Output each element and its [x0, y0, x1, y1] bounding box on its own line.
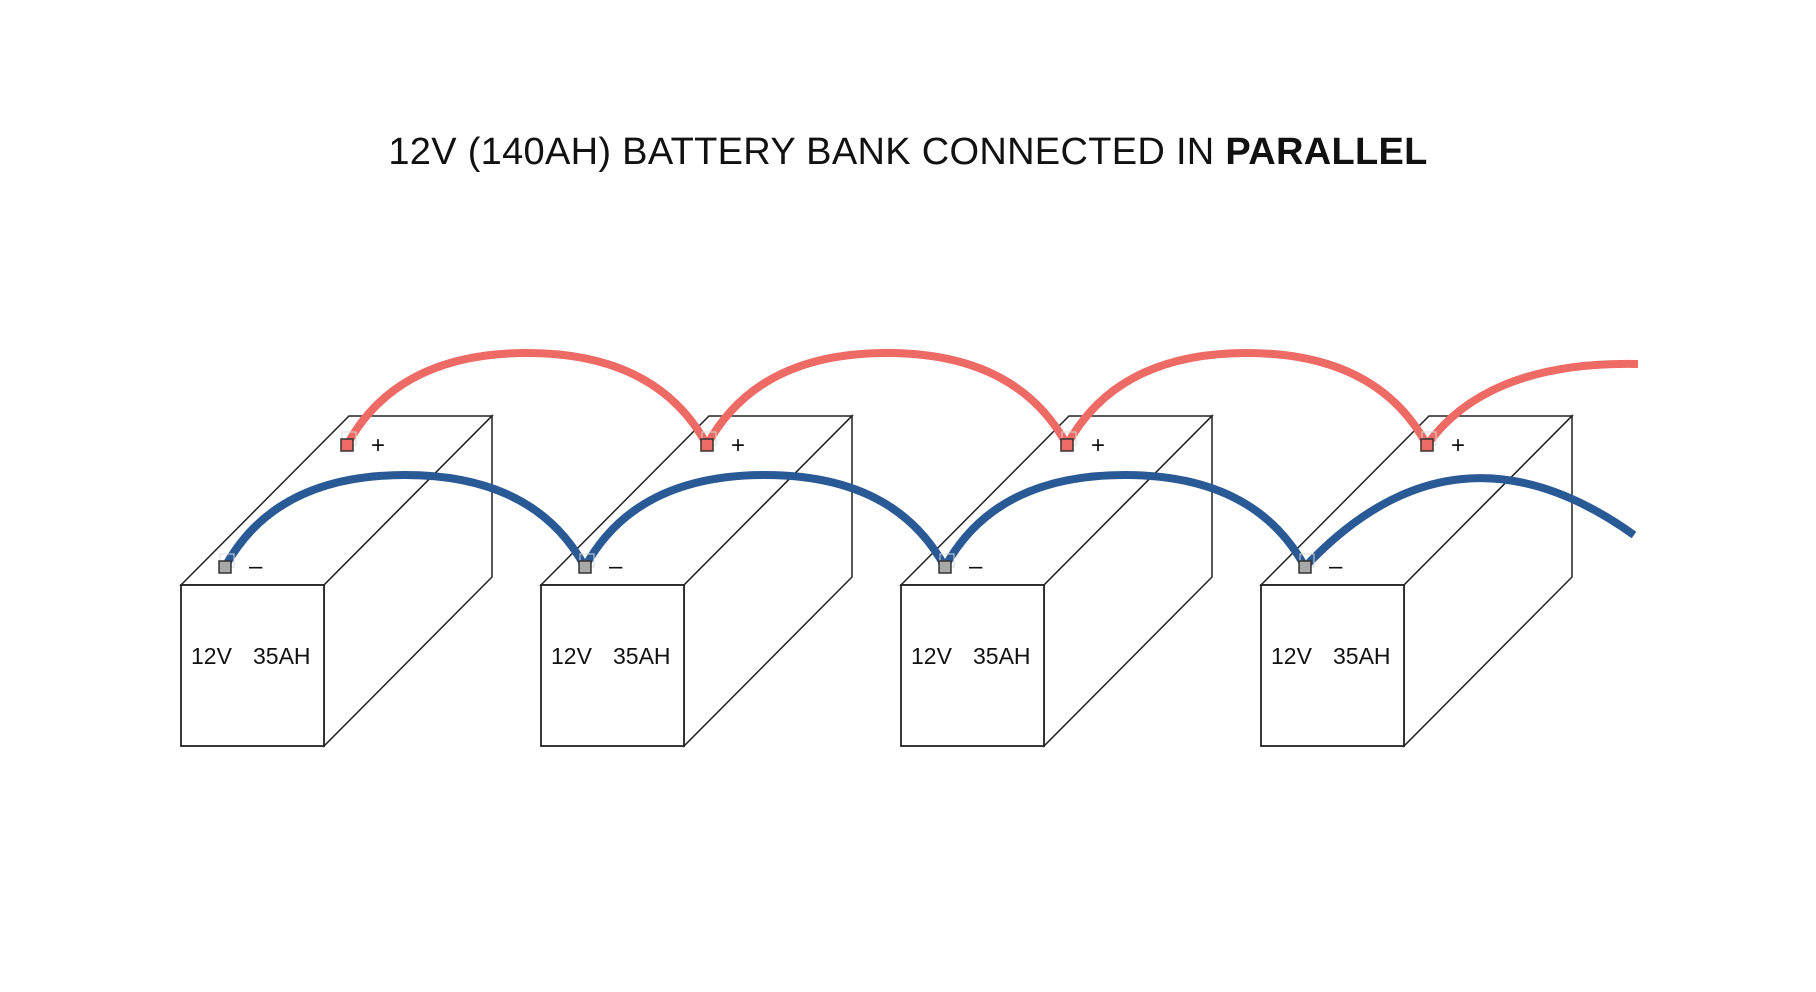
- negative-wire: [941, 470, 1309, 571]
- negative-symbol: –: [1329, 553, 1343, 580]
- battery-voltage-label: 12V: [191, 643, 233, 669]
- wires-layer: [221, 348, 1639, 571]
- battery-3: 12V 35AH: [899, 414, 1214, 748]
- battery-voltage-label: 12V: [1271, 643, 1313, 669]
- negative-terminal: [218, 560, 232, 574]
- positive-terminal: [1060, 438, 1074, 452]
- negative-wire-exit: [1302, 474, 1637, 570]
- positive-symbol: +: [371, 432, 385, 459]
- battery-front-face: [540, 584, 685, 747]
- negative-wire: [221, 470, 589, 571]
- positive-wire: [1063, 348, 1431, 449]
- positive-terminal: [340, 438, 354, 452]
- battery-capacity-label: 35AH: [1333, 643, 1391, 669]
- battery-2: 12V 35AH: [539, 414, 854, 748]
- positive-wire: [343, 348, 711, 449]
- battery-capacity-label: 35AH: [973, 643, 1031, 669]
- terminals-layer: + – + – + – + –: [218, 431, 1465, 580]
- negative-symbol: –: [249, 553, 263, 580]
- title-emphasis: PARALLEL: [1225, 131, 1428, 173]
- diagram-title: 12V (140AH) BATTERY BANK CONNECTED IN PA…: [0, 131, 1816, 174]
- positive-wire-exit: [1423, 359, 1639, 448]
- positive-terminal: [1420, 438, 1434, 452]
- negative-symbol: –: [969, 553, 983, 580]
- battery-1: 12V 35AH: [179, 414, 494, 748]
- positive-symbol: +: [731, 432, 745, 459]
- battery-voltage-label: 12V: [911, 643, 953, 669]
- positive-symbol: +: [1091, 432, 1105, 459]
- battery-4: 12V 35AH: [1259, 414, 1574, 748]
- batteries-layer: 12V 35AH 12V 35AH 12V 35AH 12V 35AH: [179, 414, 1574, 748]
- positive-wire: [703, 348, 1071, 449]
- negative-terminal: [578, 560, 592, 574]
- battery-capacity-label: 35AH: [253, 643, 311, 669]
- positive-terminal: [700, 438, 714, 452]
- negative-terminal: [938, 560, 952, 574]
- battery-front-face: [1260, 584, 1405, 747]
- battery-front-face: [180, 584, 325, 747]
- negative-symbol: –: [609, 553, 623, 580]
- title-prefix: 12V (140AH) BATTERY BANK CONNECTED IN: [388, 131, 1226, 173]
- negative-terminal: [1298, 560, 1312, 574]
- negative-wire: [581, 470, 949, 571]
- battery-front-face: [900, 584, 1045, 747]
- battery-voltage-label: 12V: [551, 643, 593, 669]
- battery-capacity-label: 35AH: [613, 643, 671, 669]
- positive-symbol: +: [1451, 432, 1465, 459]
